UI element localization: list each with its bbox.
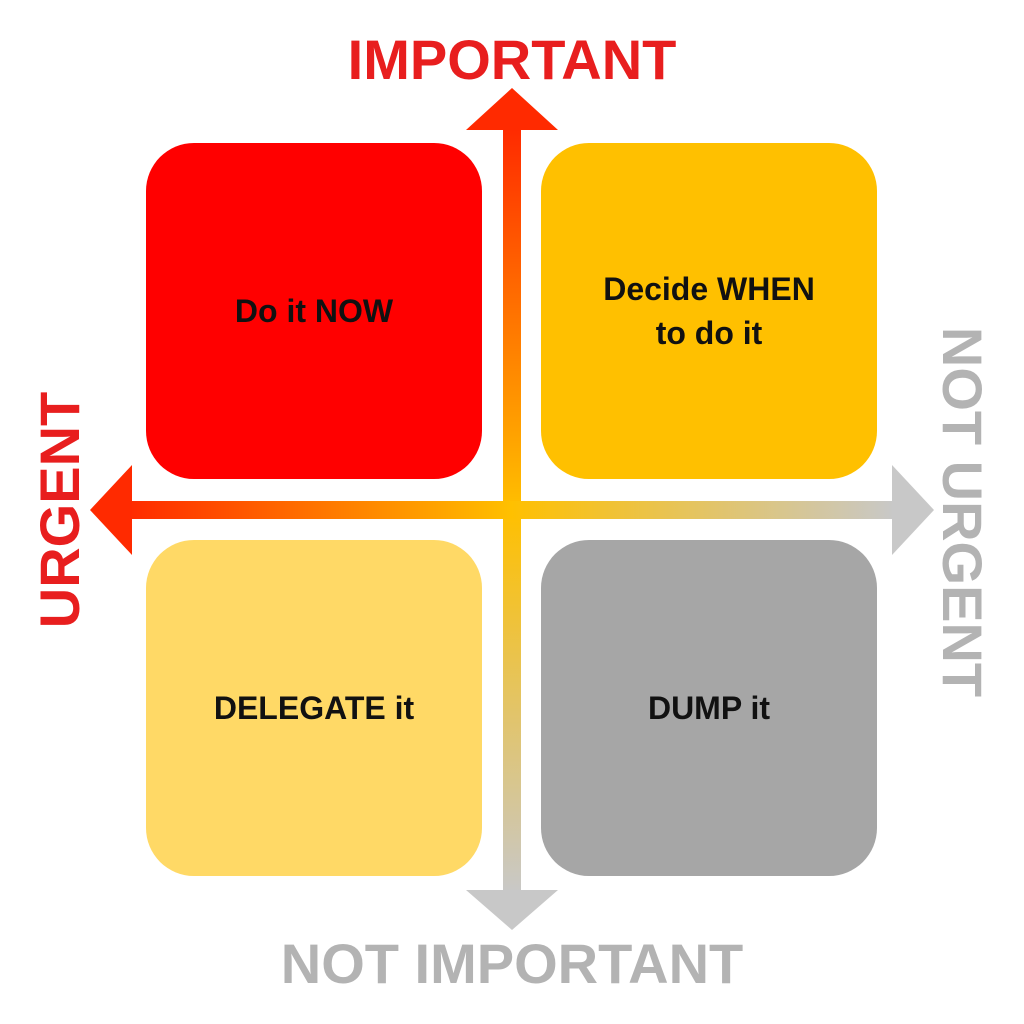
arrow-right-icon: [892, 465, 934, 555]
quadrant-label: Decide WHEN to do it: [603, 271, 815, 351]
quadrant-label: Do it NOW: [234, 293, 394, 329]
horizontal-axis: [128, 501, 894, 519]
axis-label-urgent: URGENT: [28, 391, 91, 629]
quadrant-label: DUMP it: [647, 690, 771, 726]
arrow-down-icon: [466, 890, 558, 930]
quadrant-do-now: Do it NOW: [146, 143, 482, 479]
quadrant-label: DELEGATE it: [213, 690, 415, 726]
axis-label-important: IMPORTANT: [347, 28, 677, 91]
axis-label-not-urgent: NOT URGENT: [931, 326, 994, 698]
quadrant-dump: DUMP it: [541, 540, 877, 876]
arrow-up-icon: [466, 88, 558, 130]
quadrant-decide-when: Decide WHEN to do it: [541, 143, 877, 479]
arrow-left-icon: [90, 465, 132, 555]
axis-label-not-important: NOT IMPORTANT: [280, 932, 744, 995]
quadrant-delegate: DELEGATE it: [146, 540, 482, 876]
